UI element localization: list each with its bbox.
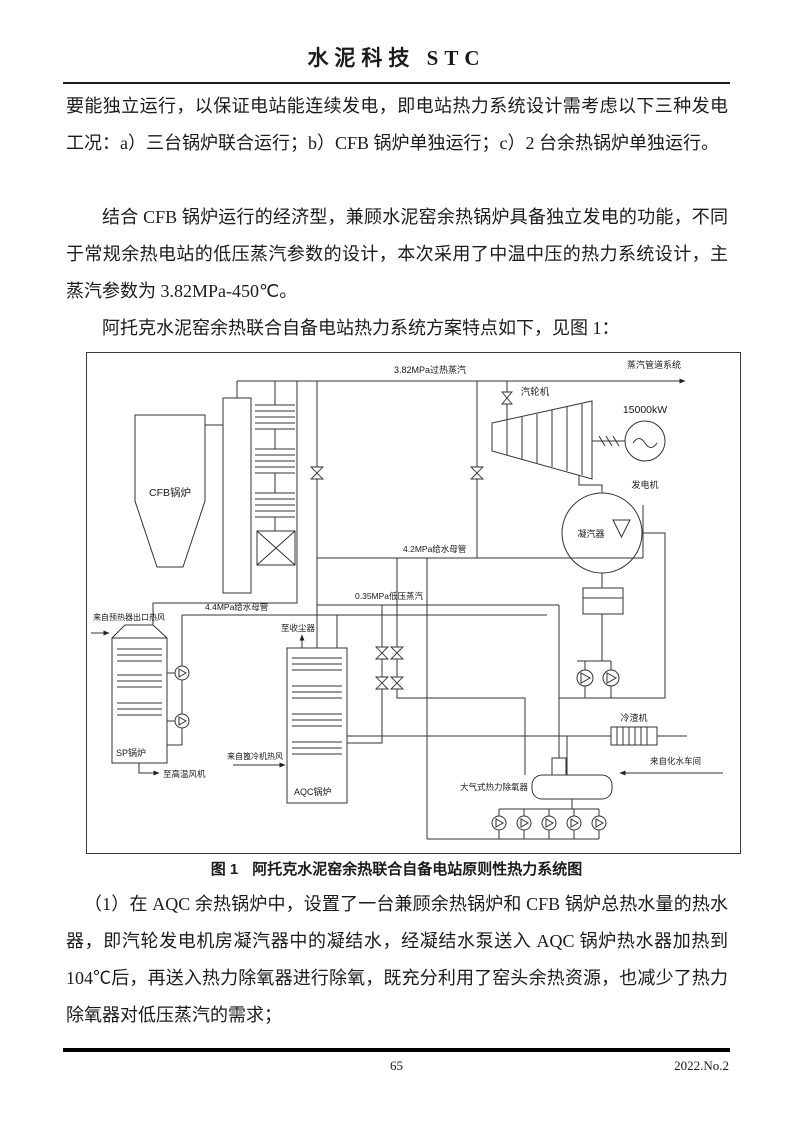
slag-cooler-shape [610, 726, 658, 746]
aqc-boiler-label: AQC锅炉 [294, 786, 332, 797]
makeup-water-label: 来自化水车间 [650, 756, 701, 766]
generator-label: 发电机 [631, 479, 658, 490]
sp-boiler-shape [111, 637, 168, 764]
pipework [91, 378, 723, 840]
issue-label: 2022.No.2 [674, 1058, 729, 1073]
generator-shape [624, 420, 666, 462]
deaerator-dome-shape [551, 757, 567, 776]
sine-icon [632, 438, 658, 448]
main-steam-label: 3.82MPa过热蒸汽 [394, 364, 466, 375]
cfb-boiler-shape [134, 414, 206, 568]
valve-icon [374, 676, 390, 690]
valve-icon [389, 646, 405, 660]
paragraph-3: 阿托克水泥窑余热联合自备电站热力系统方案特点如下，见图 1： [102, 318, 620, 338]
slag-cooler-label: 冷渣机 [620, 712, 647, 723]
sp-boiler-label: SP锅炉 [116, 747, 146, 758]
turbine-shape [491, 400, 593, 480]
valve-icon [309, 466, 325, 480]
sp-outlet-arrow [138, 763, 160, 776]
cfb-backpass-shape [222, 397, 252, 594]
cfb-boiler-label: CFB锅炉 [149, 487, 191, 499]
figure-caption-text: 阿托克水泥窑余热联合自备电站原则性热力系统图 [252, 861, 583, 878]
paragraph-2: 结合 CFB 锅炉运行的经济型，兼顾水泥窑余热锅炉具备独立发电的功能，不同于常规… [66, 207, 728, 301]
cfb-coil-3 [255, 492, 295, 518]
figure-1: 3.82MPa过热蒸汽 蒸汽管道系统 汽轮机 15000kW 发电机 CFB锅炉… [86, 352, 741, 854]
lp-steam-label: 0.35MPa低压蒸汽 [355, 591, 424, 601]
sp-inlet-label: 来自预热器出口热风 [93, 612, 165, 622]
valve-icon [469, 466, 485, 480]
feedwater-44-label: 4.4MPa给水母管 [205, 602, 268, 612]
turbine-blades [506, 404, 583, 475]
dust-collector-label: 至收尘器 [281, 623, 316, 633]
paragraph-1: 要能独立运行，以保证电站能连续发电，即电站热力系统设计需考虑以下三种发电工况：a… [66, 96, 728, 153]
valve-icon [389, 676, 405, 690]
feedwater-42-label: 4.2MPa给水母管 [403, 544, 466, 554]
condenser-label: 凝汽器 [577, 528, 604, 539]
figure-caption: 图 1 阿托克水泥窑余热联合自备电站原则性热力系统图 [0, 858, 793, 879]
thermal-system-diagram: 3.82MPa过热蒸汽 蒸汽管道系统 汽轮机 15000kW 发电机 CFB锅炉… [91, 359, 723, 840]
page-number: 65 [390, 1058, 403, 1073]
deaerator-shape [531, 774, 613, 800]
turbine-label: 汽轮机 [521, 386, 550, 398]
valve-icon [374, 646, 390, 660]
power-rating-label: 15000kW [623, 404, 667, 416]
deaerator-label: 大气式热力除氧器 [460, 782, 529, 792]
hotwell-shape [582, 587, 624, 615]
figure-caption-label: 图 1 [210, 861, 239, 878]
ht-fan-label: 至高温风机 [163, 769, 206, 779]
cfb-coil-2 [255, 448, 295, 474]
aqc-boiler-shape [286, 647, 348, 804]
footer-rule [63, 1048, 730, 1052]
condenser-triangle-icon [612, 519, 631, 539]
header-rule [63, 82, 730, 84]
paragraph-4: （1）在 AQC 余热锅炉中，设置了一台兼顾余热锅炉和 CFB 锅炉总热水量的热… [66, 894, 728, 1025]
feedwater-42-line [317, 505, 644, 559]
air-preheater-shape [256, 530, 296, 566]
journal-title: 水泥科技 STC [307, 46, 486, 70]
valve-icon [501, 391, 513, 405]
steam-pipe-system-label: 蒸汽管道系统 [627, 359, 681, 370]
cfb-coil-1 [255, 404, 295, 430]
valves [309, 391, 513, 690]
diagram-labels: 3.82MPa过热蒸汽 蒸汽管道系统 汽轮机 15000kW 发电机 CFB锅炉… [93, 359, 701, 797]
aqc-inlet-label: 来自篦冷机热风 [227, 751, 283, 761]
